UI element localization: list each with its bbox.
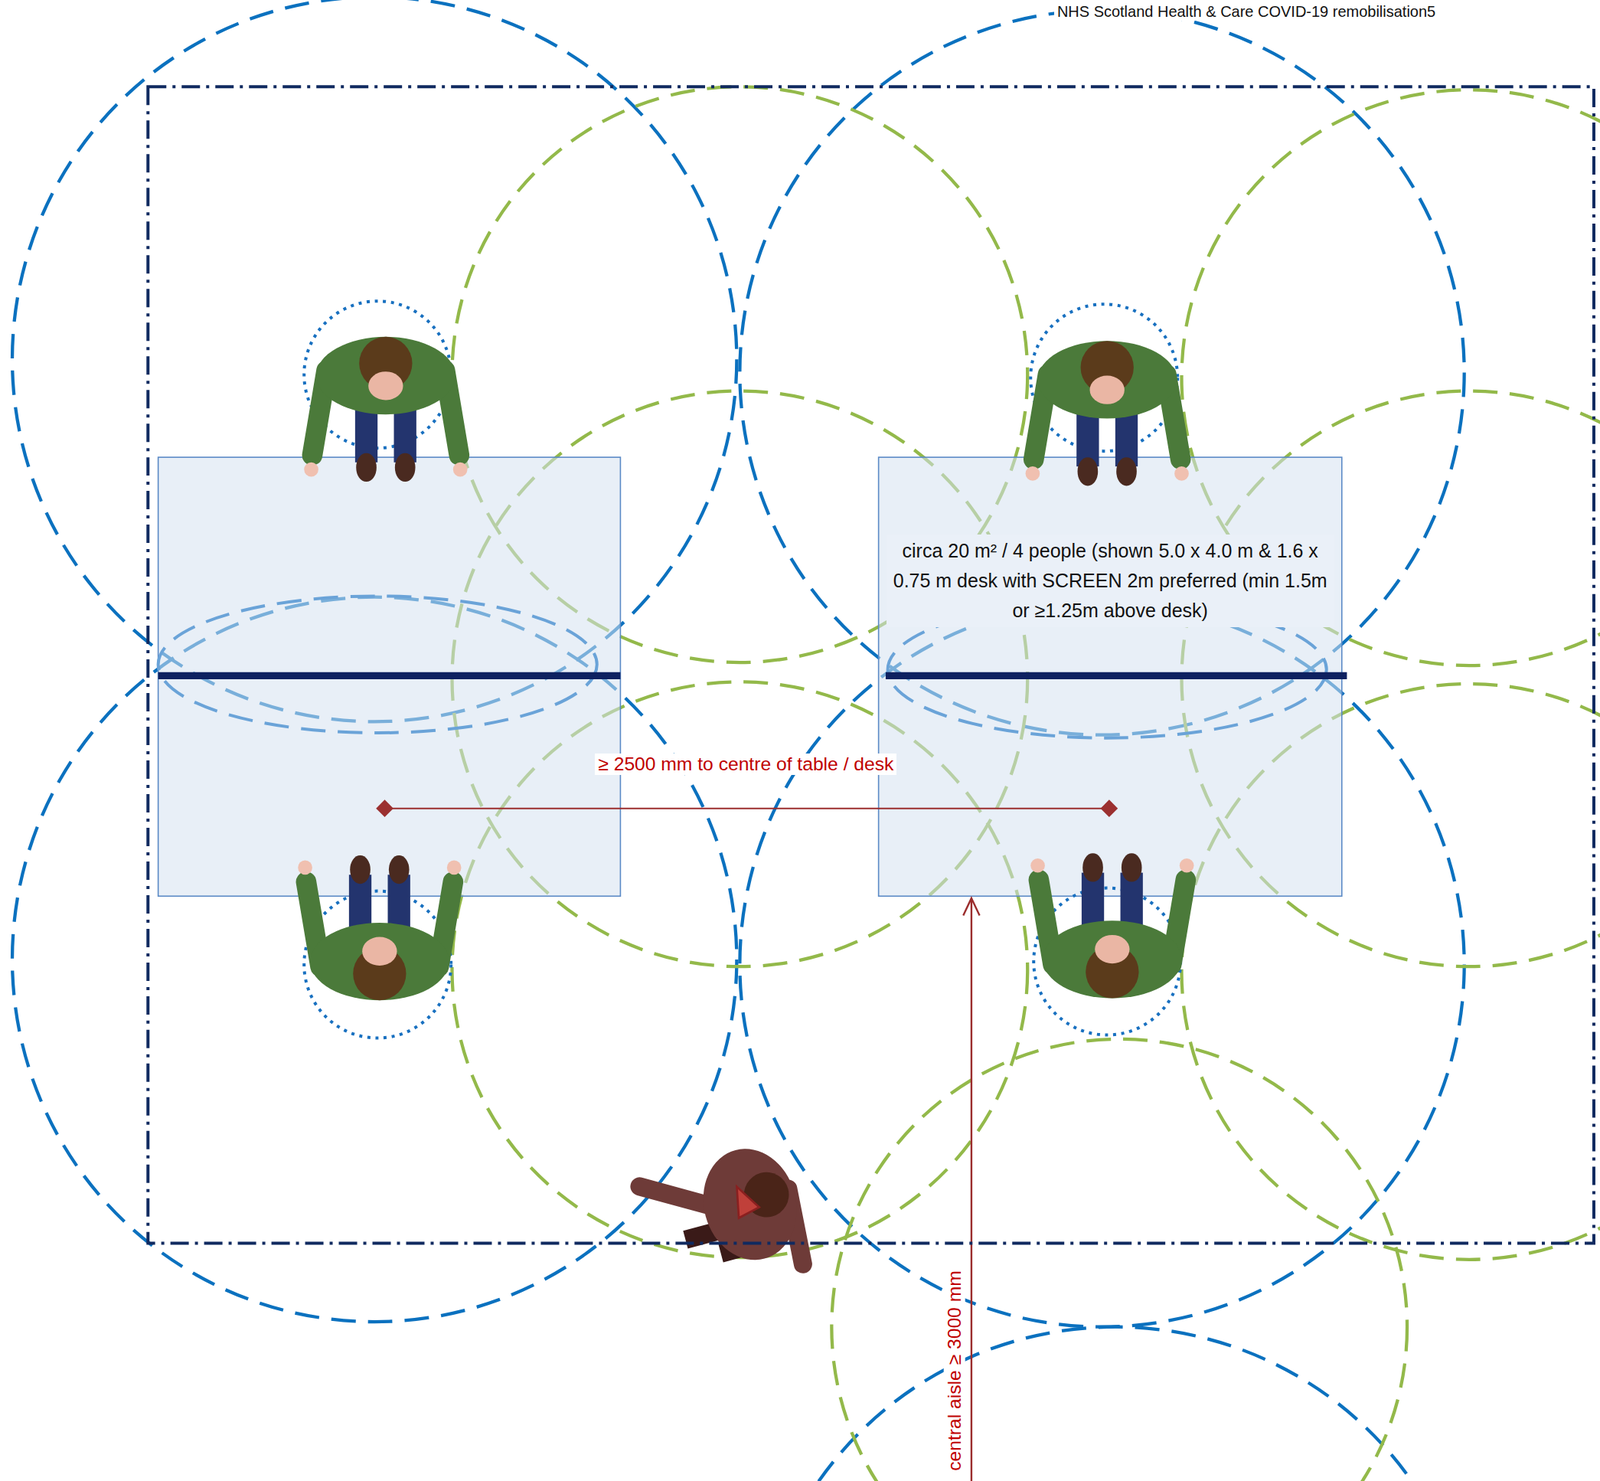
aisle-dimension-arrow — [963, 897, 980, 1481]
page-header: NHS Scotland Health & Care COVID-19 remo… — [1054, 3, 1439, 21]
dimension-label: central aisle ≥ 3000 mm — [943, 1266, 965, 1473]
room-boundary — [147, 86, 1594, 1243]
desk-spacing-dimension — [375, 799, 1118, 817]
blue-distance-circles — [12, 0, 1478, 1481]
green-distance-circles — [451, 86, 1600, 1481]
desk-screens — [158, 672, 1348, 680]
space-note: circa 20 m² / 4 people (shown 5.0 x 4.0 … — [886, 534, 1335, 627]
desk-note: circa 20 m² / 4 people (shown 5.0 x 4.0 … — [878, 457, 1343, 676]
dimension-label: ≥ 2500 mm to centre of table / desk — [594, 753, 897, 775]
